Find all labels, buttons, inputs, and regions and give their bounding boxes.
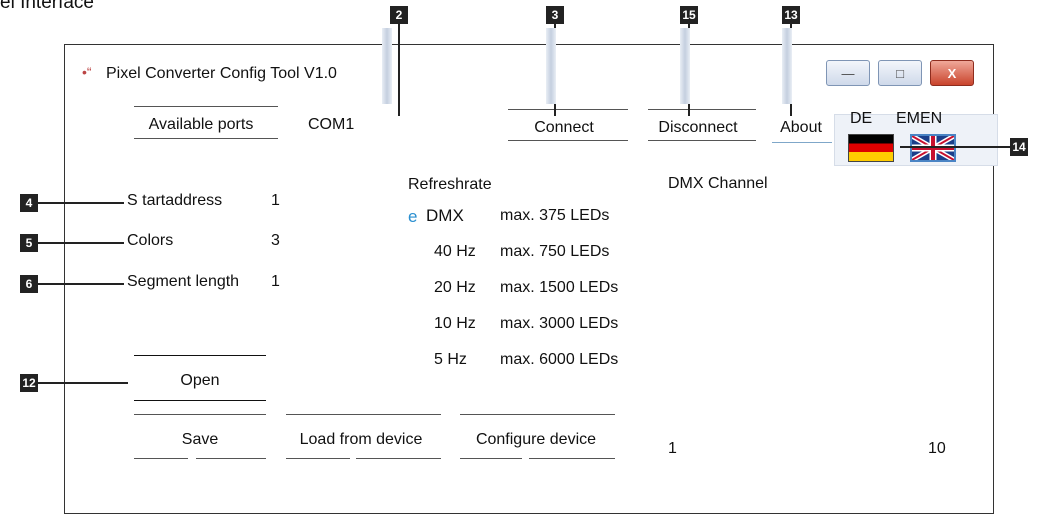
callout-15: 15 <box>680 6 698 24</box>
start-address-label: S tartaddress <box>127 192 223 209</box>
segment-length-value[interactable]: 1 <box>271 273 280 290</box>
refresh-max-20hz: max. 1500 LEDs <box>500 279 619 296</box>
app-dots-icon: •“ <box>82 64 92 80</box>
refresh-option-10hz[interactable]: 10 Hz <box>434 315 476 332</box>
refresh-max-dmx: max. 375 LEDs <box>500 207 610 224</box>
refresh-max-40hz: max. 750 LEDs <box>500 243 610 260</box>
save-button[interactable]: Save <box>181 431 219 448</box>
app-window <box>64 44 994 514</box>
refresh-option-dmx[interactable]: DMX <box>426 206 464 225</box>
disconnect-button[interactable]: Disconnect <box>658 119 738 136</box>
colors-value[interactable]: 3 <box>271 232 280 249</box>
page-caption: el Interface <box>0 0 94 13</box>
callout-4: 4 <box>20 194 38 212</box>
window-title: Pixel Converter Config Tool V1.0 <box>106 65 337 82</box>
german-flag-button[interactable] <box>848 134 894 162</box>
about-button[interactable]: About <box>780 119 822 136</box>
port-select[interactable]: COM1 <box>308 116 355 133</box>
colors-label: Colors <box>127 232 174 249</box>
dmx-channel-max: 10 <box>928 440 946 457</box>
language-en-label: EMEN <box>896 110 943 127</box>
close-button[interactable]: X <box>930 60 974 86</box>
uk-flag-button[interactable] <box>910 134 956 162</box>
dmx-channel-min: 1 <box>668 440 677 457</box>
load-from-device-button[interactable]: Load from device <box>299 431 423 448</box>
callout-6: 6 <box>20 275 38 293</box>
connect-button[interactable]: Connect <box>534 119 594 136</box>
callout-12: 12 <box>20 374 38 392</box>
callout-13: 13 <box>782 6 800 24</box>
refresh-option-20hz[interactable]: 20 Hz <box>434 279 476 296</box>
available-ports-label: Available ports <box>148 116 254 133</box>
minimize-button[interactable]: — <box>826 60 870 86</box>
callout-5: 5 <box>20 234 38 252</box>
segment-length-label: Segment length <box>127 273 240 290</box>
dmx-channel-heading: DMX Channel <box>668 175 768 192</box>
refresh-option-40hz[interactable]: 40 Hz <box>434 243 476 260</box>
refresh-max-10hz: max. 3000 LEDs <box>500 315 619 332</box>
callout-2: 2 <box>390 6 408 24</box>
configure-device-button[interactable]: Configure device <box>475 431 597 448</box>
refresh-option-5hz[interactable]: 5 Hz <box>434 351 467 368</box>
refreshrate-heading: Refreshrate <box>408 176 492 193</box>
callout-3: 3 <box>546 6 564 24</box>
callout-14: 14 <box>1010 138 1028 156</box>
refresh-max-5hz: max. 6000 LEDs <box>500 351 619 368</box>
open-button[interactable]: Open <box>180 372 220 389</box>
selected-radio-icon: e <box>408 207 418 226</box>
language-de-label: DE <box>850 110 873 127</box>
start-address-value[interactable]: 1 <box>271 192 280 209</box>
maximize-button[interactable]: □ <box>878 60 922 86</box>
